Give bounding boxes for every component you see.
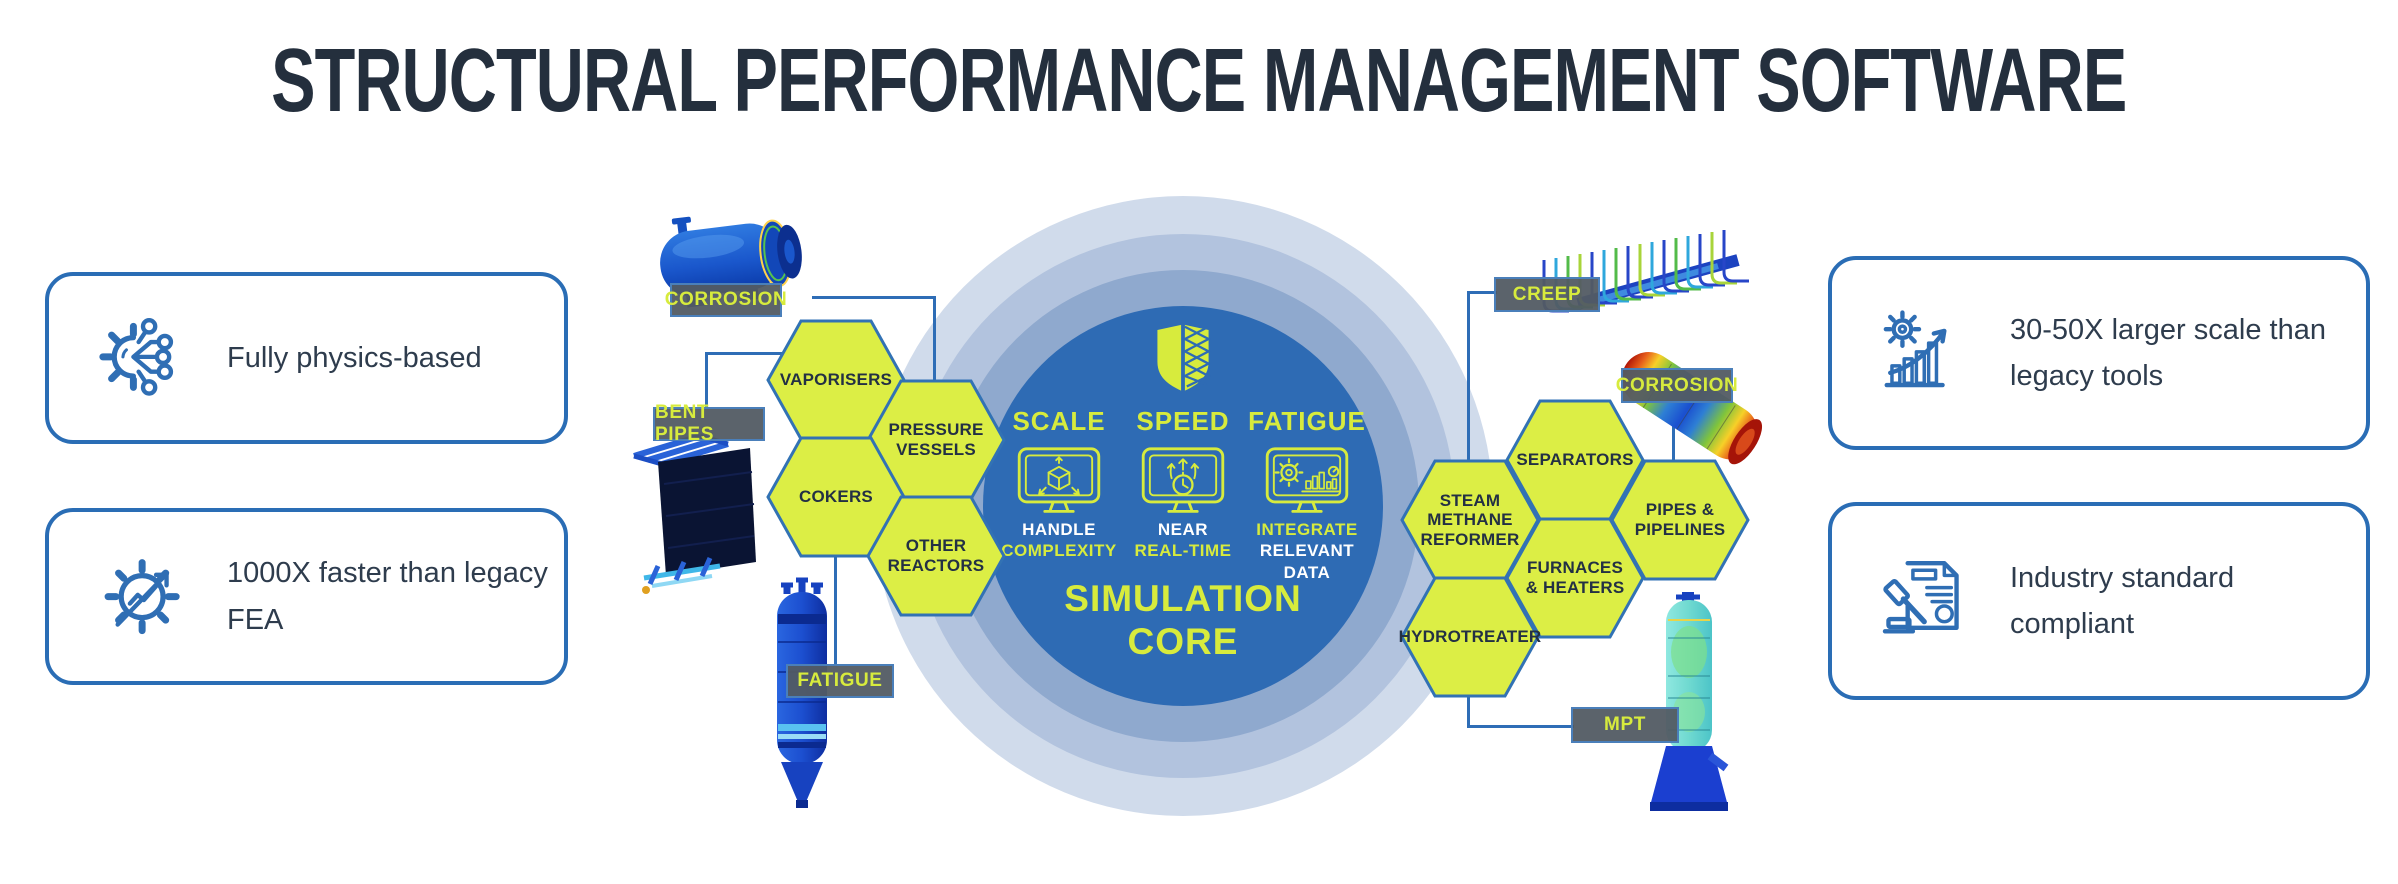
hexagon-label: PRESSURE VESSELS — [888, 420, 984, 459]
connector-line — [812, 296, 936, 299]
gear-chart-arrow-icon — [95, 546, 191, 647]
monitor-cube-icon — [991, 445, 1127, 519]
connector-line — [1467, 291, 1497, 294]
hexagon-cokers: COKERS — [766, 436, 906, 558]
hexagon-label: OTHER REACTORS — [887, 536, 985, 575]
hexagon-label: SEPARATORS — [1516, 450, 1634, 470]
simulation-core-label-line2: CORE — [1127, 620, 1239, 662]
pillar-caption: REAL-TIME — [1134, 541, 1232, 561]
hexagon-label: FURNACES & HEATERS — [1525, 558, 1625, 597]
connector-line — [1467, 725, 1574, 728]
connector-line — [834, 554, 837, 666]
page-title-text: STRUCTURAL PERFORMANCE MANAGEMENT SOFTWA… — [271, 29, 2127, 131]
callout-label: CREEP — [1512, 283, 1582, 305]
pillar-speed: SPEED NEAR REAL-TIME — [1115, 406, 1251, 562]
pillar-caption: HANDLE — [1022, 520, 1096, 539]
callout-fatigue: FATIGUE — [786, 664, 894, 698]
connector-line — [933, 296, 936, 383]
callout-corrosion-left: CORROSION — [665, 283, 787, 317]
pillar-title: SCALE — [1012, 406, 1106, 436]
hexagon-hydrotreater: HYDROTREATER — [1398, 576, 1542, 698]
pillar-caption: COMPLEXITY — [1001, 541, 1117, 561]
hexagon-furnaces-heaters: FURNACES & HEATERS — [1505, 517, 1645, 639]
feature-card-scale: 30-50X larger scale than legacy tools — [1828, 256, 2370, 450]
connector-line — [1467, 291, 1470, 463]
pillar-scale: SCALE HANDLE COMPLEXITY — [991, 406, 1127, 562]
callout-mpt: MPT — [1571, 707, 1679, 743]
callout-label: FATIGUE — [797, 670, 883, 691]
callout-label: CORROSION — [1615, 374, 1739, 396]
simulation-core-label-line1: SIMULATION — [1064, 578, 1302, 619]
connector-line — [1672, 402, 1675, 463]
pillar-title: FATIGUE — [1248, 406, 1366, 436]
connector-line — [1467, 694, 1470, 728]
hexagon-other-reactors: OTHER REACTORS — [866, 495, 1006, 617]
pillar-title: SPEED — [1136, 406, 1230, 436]
hexagon-label: HYDROTREATER — [1398, 627, 1542, 647]
pillar-caption: RELEVANT DATA — [1259, 541, 1355, 582]
callout-corrosion-right: CORROSION — [1616, 368, 1738, 403]
hexagon-label: COKERS — [799, 487, 873, 507]
callout-creep: CREEP — [1494, 277, 1600, 312]
simulation-core-circle: SCALE HANDLE COMPLEXITY SPEED — [983, 306, 1383, 706]
monitor-stopwatch-icon — [1115, 445, 1251, 519]
monitor-analytics-icon — [1239, 445, 1375, 519]
gear-growth-chart-icon — [1878, 303, 1974, 404]
callout-bent-pipes: BENT PIPES — [653, 402, 765, 445]
feature-label: 1000X faster than legacy FEA — [227, 557, 548, 636]
feature-label: Industry standard compliant — [2010, 561, 2235, 640]
document-gavel-icon — [1878, 551, 1974, 652]
connector-line — [705, 352, 792, 355]
callout-label: MPT — [1604, 714, 1646, 735]
feature-card-speed: 1000X faster than legacy FEA — [45, 508, 568, 685]
page-title: STRUCTURAL PERFORMANCE MANAGEMENT SOFTWA… — [0, 28, 2398, 130]
hexagon-pipes-pipelines: PIPES & PIPELINES — [1610, 459, 1750, 581]
hexagon-label: STEAM METHANE REFORMER — [1420, 490, 1520, 549]
hexagon-steam-methane-reformer: STEAM METHANE REFORMER — [1400, 459, 1540, 581]
connector-line — [705, 352, 708, 409]
creep-tubes-model-image — [1542, 230, 1751, 313]
callout-label: CORROSION — [664, 289, 788, 310]
gear-circuit-icon — [95, 308, 191, 409]
feature-card-physics: Fully physics-based — [45, 272, 568, 444]
pillar-caption: NEAR — [1157, 520, 1209, 539]
feature-card-compliance: Industry standard compliant — [1828, 502, 2370, 700]
bent-pipes-model-image — [633, 433, 756, 594]
callout-label: BENT PIPES — [655, 402, 714, 445]
simulation-core-label: SIMULATION CORE — [983, 578, 1383, 663]
feature-label: 30-50X larger scale than legacy tools — [2010, 313, 2326, 392]
hexagon-label: PIPES & PIPELINES — [1634, 500, 1726, 539]
feature-label: Fully physics-based — [227, 341, 482, 374]
shield-mesh-icon — [1157, 324, 1212, 391]
hexagon-label: VAPORISERS — [779, 370, 893, 390]
pillar-caption: INTEGRATE — [1256, 520, 1358, 539]
hexagon-separators: SEPARATORS — [1505, 399, 1645, 521]
mpt-tower-model-image — [1650, 592, 1729, 811]
pillar-fatigue: FATIGUE — [1239, 406, 1375, 583]
